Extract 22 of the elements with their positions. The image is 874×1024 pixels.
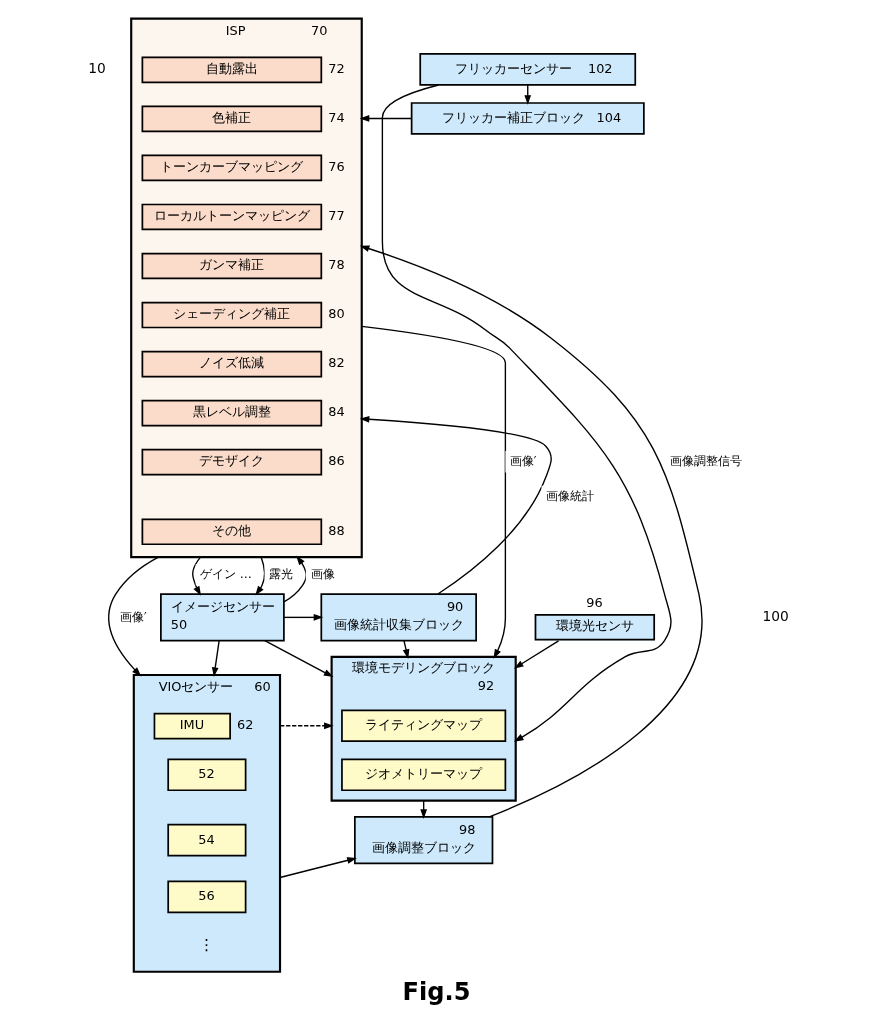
node-label: 62 <box>237 717 254 733</box>
label: 10 <box>88 59 106 76</box>
node-label: 96 <box>586 595 603 611</box>
edge-label: 露光 <box>269 567 294 582</box>
edge-label: 画像統計 <box>545 489 594 504</box>
caption: Fig.5 <box>402 978 471 1007</box>
edge-label: 画像 <box>310 567 335 582</box>
node-label: 80 <box>328 306 345 322</box>
edge-label: 画像′ <box>509 454 537 469</box>
node-label: 82 <box>328 355 345 371</box>
edge-label: 画像調整信号 <box>669 454 742 469</box>
node-label: 76 <box>328 158 345 174</box>
node-label: 84 <box>328 404 345 420</box>
edge-label: 画像′ <box>120 609 147 624</box>
node-label: 77 <box>328 207 345 223</box>
node-label: 72 <box>328 60 345 76</box>
edge-label: ゲイン … <box>200 567 252 582</box>
label: 100 <box>762 607 789 624</box>
node-label: 88 <box>328 522 345 538</box>
node-label: 78 <box>328 257 345 272</box>
node-label: 86 <box>328 453 345 469</box>
node-label: 74 <box>328 109 345 125</box>
